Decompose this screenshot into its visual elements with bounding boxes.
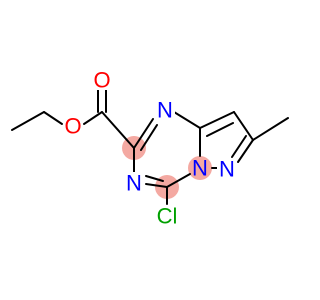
highlight-n-fused — [188, 156, 212, 180]
bond-n1-c8a — [173, 111, 201, 129]
ester-oxygen-bg — [63, 116, 83, 136]
bond-n3-c4-a — [145, 183, 168, 188]
chemical-structure-diagram: O O N N N N Cl — [11, 68, 289, 229]
ring-n-top-label: N — [157, 98, 173, 123]
ring-n-left-bg — [124, 172, 144, 192]
bond-lines — [11, 89, 289, 205]
chlorine-bg — [153, 205, 183, 227]
bond-ccarbonyl-c2 — [101, 111, 135, 149]
pyrazole-n-bg — [217, 159, 237, 179]
bond-ch3-ch2 — [11, 111, 45, 131]
atom-labels: O O N N N N Cl — [63, 68, 237, 229]
bond-c8-c7 — [233, 111, 254, 141]
carbonyl-oxygen-label: O — [93, 68, 110, 93]
bond-c7-n6-a — [237, 139, 254, 163]
pyrazole-n-label: N — [219, 157, 235, 182]
bond-c8a-c8-a — [199, 111, 235, 129]
ring-n-fused-label: N — [192, 156, 208, 181]
bond-ch2-oester — [43, 111, 63, 125]
bond-c2-n1-b — [140, 124, 158, 151]
chlorine-label: Cl — [157, 204, 178, 229]
bond-n3-c4-b — [145, 175, 164, 182]
carbonyl-oxygen-bg — [92, 70, 112, 90]
bond-c2-n1-a — [133, 118, 154, 149]
bond-oester-ccarbonyl — [83, 111, 103, 125]
bond-c8a-c8-b — [206, 122, 234, 137]
bond-c4-nfused — [166, 173, 191, 188]
ring-n-top-bg — [155, 100, 175, 120]
bond-c7-n6-b — [231, 135, 247, 158]
ring-n-left-label: N — [126, 171, 142, 196]
ester-oxygen-label: O — [64, 114, 81, 139]
bond-c7-ch3 — [252, 117, 289, 141]
